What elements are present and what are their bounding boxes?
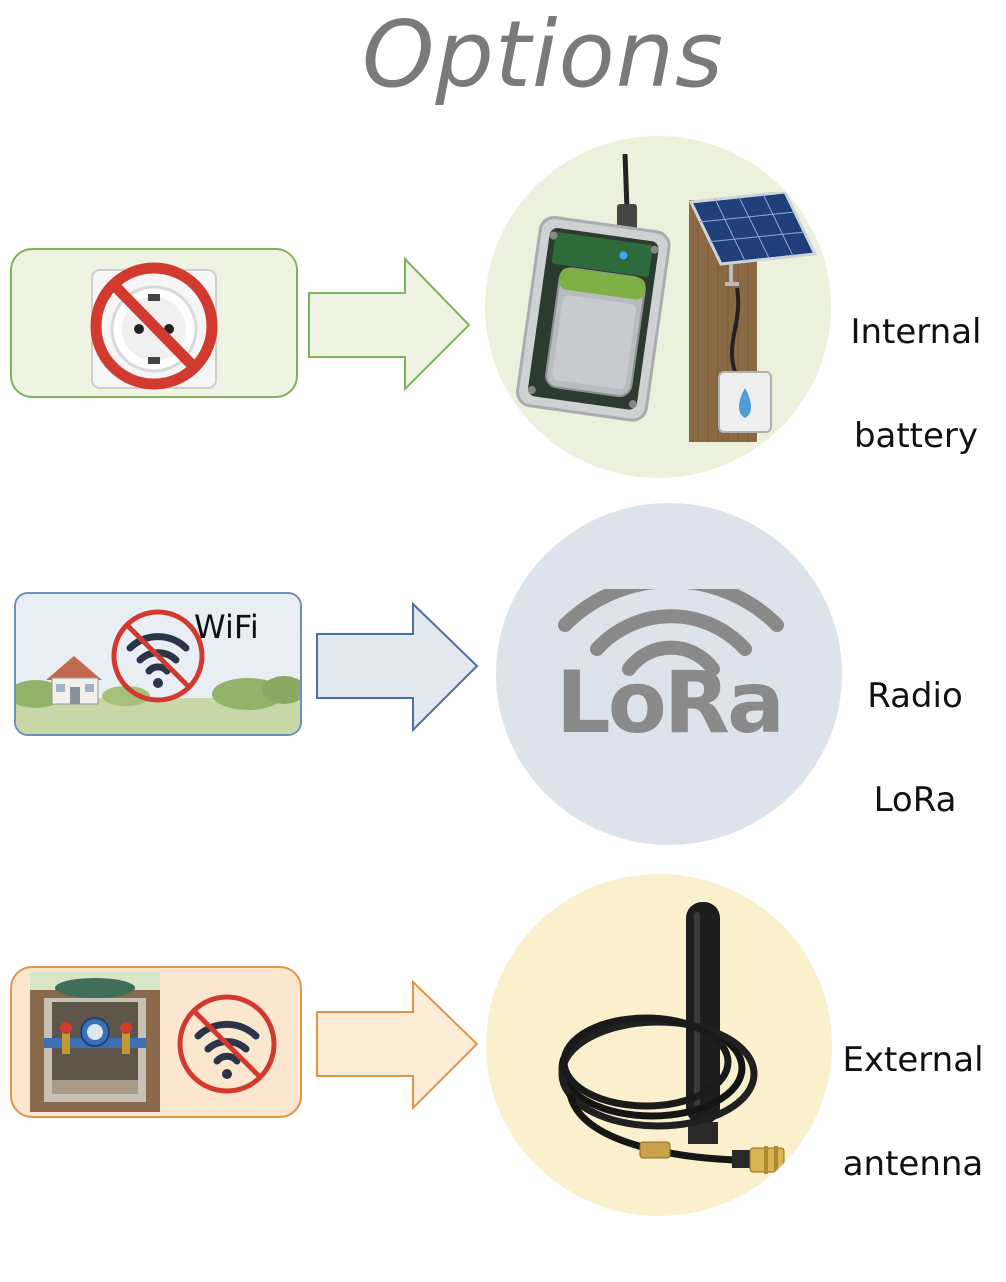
lora-signal-icon (558, 589, 784, 676)
water-meter-pit-icon (30, 972, 160, 1112)
problem-box-wifi: WiFi (14, 592, 302, 736)
label-line: External (842, 1040, 984, 1080)
option-label-internal-battery: Internal battery (836, 254, 996, 514)
arrow-row-3 (316, 979, 479, 1111)
wifi-text: WiFi (194, 608, 259, 646)
solution-circle-battery (485, 136, 831, 478)
label-line: antenna (842, 1144, 984, 1184)
page-title: Options (362, 1, 724, 108)
arrow-row-1 (308, 256, 471, 392)
label-line: Internal (850, 312, 982, 352)
label-line: Radio (867, 676, 963, 716)
problem-box-power (10, 248, 298, 398)
solution-circle-lora: LoRa (496, 503, 842, 845)
external-antenna-icon (558, 902, 785, 1174)
battery-enclosure-icon (516, 154, 671, 422)
option-label-radio-lora: Radio LoRa (848, 618, 982, 878)
no-wifi-icon (177, 994, 277, 1094)
arrow-row-2 (316, 601, 479, 733)
solution-circle-antenna (486, 874, 832, 1216)
no-socket-icon (90, 262, 218, 390)
label-line: battery (853, 416, 979, 456)
label-line: LoRa (873, 780, 957, 820)
option-label-external-antenna: External antenna (832, 982, 994, 1242)
lora-wordmark: LoRa (555, 653, 785, 753)
solar-panel-icon (688, 192, 818, 442)
no-wifi-icon (111, 609, 205, 703)
problem-box-meter-pit (10, 966, 302, 1118)
